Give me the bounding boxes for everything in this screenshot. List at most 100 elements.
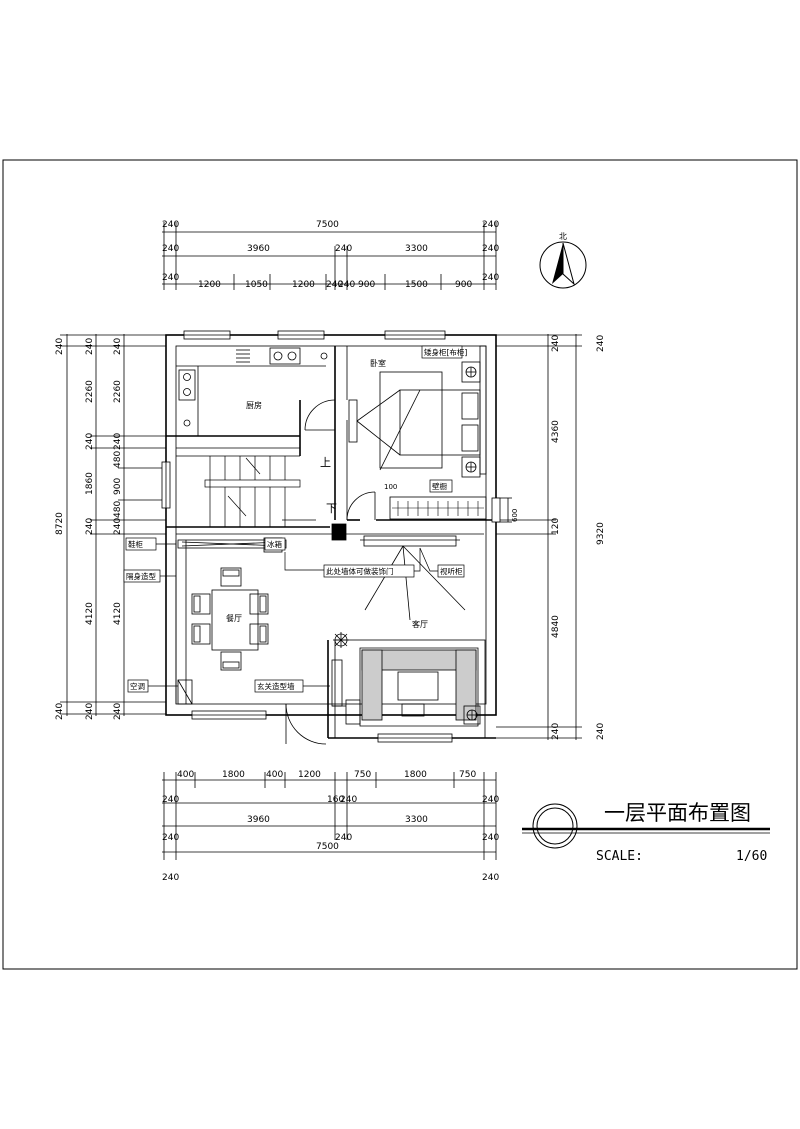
- dim-left-mid-6: 240: [85, 703, 95, 720]
- dim-bottom-detail-0: 400: [177, 770, 194, 780]
- dim-bottom-mid-0: 240: [162, 795, 179, 805]
- dim-bottom-low-3: 3300: [405, 815, 428, 825]
- dim-top-detail-8: 900: [455, 280, 472, 290]
- walls: [165, 334, 497, 739]
- callout-fridge: 冰箱: [267, 539, 282, 549]
- callout-ac: 空调: [130, 681, 145, 691]
- dim-top-overall-right: 240: [482, 220, 499, 230]
- dim-left-outer-1: 8720: [55, 512, 65, 535]
- vent-icon: [236, 349, 250, 363]
- drawing-frame: [2, 159, 798, 970]
- dim-bottom-low-1: 3960: [247, 815, 270, 825]
- dim-right-inner-4: 240: [551, 723, 561, 740]
- dim-right-inner-2: 120: [551, 518, 561, 535]
- dim-right-outer-1: 9320: [596, 522, 606, 545]
- stair-up-label: 上: [320, 456, 331, 469]
- dim-bottom-detail-6: 750: [459, 770, 476, 780]
- dim-bottom-detail-4: 750: [354, 770, 371, 780]
- dim-top-detail-7: 1500: [405, 280, 428, 290]
- callout-tv-cabinet: 视听柜: [440, 566, 463, 576]
- dim-right-window: 600: [511, 509, 519, 522]
- dim-left-mid-1: 2260: [85, 380, 95, 403]
- title-block: 一层平面布置图 SCALE: 1/60: [522, 801, 770, 864]
- dim-right-outer-2: 240: [596, 723, 606, 740]
- dim-bottom-overall-1: 7500: [316, 842, 339, 852]
- staircase: [204, 456, 301, 527]
- dim-right-inner-0: 240: [551, 335, 561, 352]
- dim-top-mid-2: 240: [335, 244, 352, 254]
- dim-left-mid-3: 1860: [85, 472, 95, 495]
- plant-icon: [333, 632, 349, 648]
- top-dimensions: 240 7500 240 240 3960 240 3300 240 240 1…: [162, 220, 499, 290]
- callout-shoe-cabinet: 鞋柜: [128, 539, 143, 549]
- doors: [282, 399, 376, 745]
- kitchen-fixtures: [176, 347, 328, 436]
- callout-note-wall: 此处墙体可做装饰门: [326, 566, 394, 576]
- dim-top-overall-left: 240: [162, 220, 179, 230]
- room-label-kitchen: 厨房: [246, 400, 262, 410]
- dim-right-inner-1: 4360: [551, 420, 561, 443]
- dim-right-outer-0: 240: [596, 335, 606, 352]
- dim-left-outer-2: 240: [55, 703, 65, 720]
- dim-top-detail-4: 240: [326, 280, 343, 290]
- dim-bottom-detail-2: 400: [266, 770, 283, 780]
- dim-left-mid-5: 4120: [85, 602, 95, 625]
- dim-bottom-low-4: 240: [482, 833, 499, 843]
- dim-left-mid-2: 240: [85, 433, 95, 450]
- dim-top-detail-0: 240: [162, 273, 179, 283]
- room-label-living: 客厅: [412, 619, 428, 629]
- dim-bottom-low-0: 240: [162, 833, 179, 843]
- callout-entry-wall: 玄关造型墙: [257, 681, 295, 691]
- dim-left-inner-0: 240: [113, 338, 123, 355]
- dim-left-inner-2: 240: [113, 433, 123, 450]
- scale-label: SCALE:: [596, 849, 643, 864]
- dim-bottom-detail-1: 1800: [222, 770, 245, 780]
- drawing-title: 一层平面布置图: [604, 801, 751, 825]
- dim-top-detail-9: 240: [482, 273, 499, 283]
- dim-left-mid-0: 240: [85, 338, 95, 355]
- callout-closet: 壁橱: [432, 481, 447, 491]
- room-label-bedroom: 卧室: [370, 358, 386, 368]
- dim-top-overall: 7500: [316, 220, 339, 230]
- dim-bottom-mid-2: 240: [340, 795, 357, 805]
- dim-left-outer-0: 240: [55, 338, 65, 355]
- dim-100: 100: [384, 483, 397, 491]
- dim-left-inner-7: 4120: [113, 602, 123, 625]
- dining-furniture: [177, 537, 287, 705]
- dim-bottom-overall-0: 240: [162, 873, 179, 883]
- room-label-dining: 餐厅: [226, 614, 242, 623]
- right-dimensions: 240 4360 120 4840 240 240 9320 240 600: [496, 334, 606, 740]
- callout-wardrobe: 矮身柜[布柜]: [424, 347, 467, 357]
- dim-bottom-detail-3: 1200: [298, 770, 321, 780]
- left-dimensions: 240 8720 240 240 2260 240 1860 240 4120 …: [55, 334, 166, 720]
- dim-left-inner-3: 480: [113, 451, 123, 468]
- dim-bottom-detail-5: 1800: [404, 770, 427, 780]
- scale-value: 1/60: [736, 849, 767, 864]
- dim-bottom-overall-2: 240: [482, 873, 499, 883]
- dim-top-mid-3: 3300: [405, 244, 428, 254]
- north-label: 北: [559, 232, 567, 241]
- windows: [161, 330, 501, 743]
- bottom-dimensions: 400 1800 400 1200 750 1800 750 240 160 2…: [162, 770, 499, 883]
- dim-top-detail-5: 240: [338, 280, 355, 290]
- callouts: [123, 345, 465, 693]
- dim-bottom-mid-1: 160: [327, 795, 344, 805]
- dim-top-detail-3: 1200: [292, 280, 315, 290]
- dim-left-inner-6: 240: [113, 518, 123, 535]
- living-furniture: [331, 523, 481, 727]
- dim-top-detail-1: 1200: [198, 280, 221, 290]
- dim-left-inner-1: 2260: [113, 380, 123, 403]
- dim-left-inner-5: 480: [113, 501, 123, 518]
- dim-left-inner-4: 900: [113, 478, 123, 495]
- dim-left-inner-8: 240: [113, 703, 123, 720]
- dim-top-mid-0: 240: [162, 244, 179, 254]
- dim-top-mid-1: 3960: [247, 244, 270, 254]
- dim-bottom-mid-3: 240: [482, 795, 499, 805]
- dim-left-mid-4: 240: [85, 518, 95, 535]
- bedroom-furniture: [348, 345, 487, 520]
- dim-top-detail-6: 900: [358, 280, 375, 290]
- dim-top-mid-4: 240: [482, 244, 499, 254]
- dim-top-detail-2: 1050: [245, 280, 268, 290]
- stair-down-label: 下: [326, 502, 337, 515]
